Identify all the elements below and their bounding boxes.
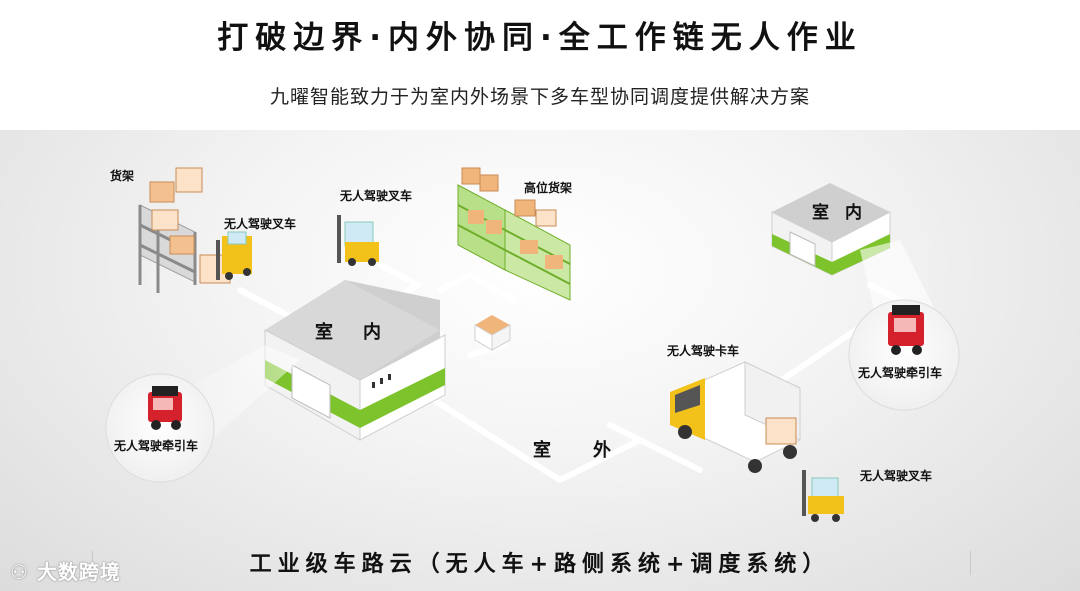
page-title: 打破边界·内外协同·全工作链无人作业: [217, 20, 863, 56]
route-warehouse-to-outdoor: [407, 382, 703, 483]
autonomous-truck: [670, 361, 801, 473]
high-shelf-label: 高位货架: [524, 181, 573, 195]
footer-divider-right: [970, 551, 971, 575]
route-box: [467, 342, 508, 358]
tractor-label-right: 无人驾驶牵引车: [858, 366, 943, 380]
tractor-right: [888, 305, 924, 355]
tractor-bubble-right: [848, 299, 960, 411]
forklift-label-1: 无人驾驶叉车: [224, 217, 297, 231]
forklift-label-2: 无人驾驶叉车: [340, 189, 413, 203]
watermark-logo-icon: ⚇: [10, 560, 37, 584]
watermark-text: 大数跨境: [36, 560, 121, 584]
main-warehouse: [264, 280, 446, 441]
forklift-label-3: 无人驾驶叉车: [860, 469, 933, 483]
forklift-2: [337, 215, 379, 266]
high-rack-shelf: [457, 167, 571, 301]
small-warehouse: [771, 183, 891, 276]
forklift-1: [216, 231, 252, 280]
indoor-main-label: 室内: [315, 322, 411, 343]
outdoor-label: 室外: [533, 440, 653, 461]
footer-divider-left: [92, 551, 93, 575]
route-highshelf: [437, 272, 518, 303]
watermark: ⚇ 大数跨境: [10, 556, 121, 585]
indoor-small-label: 室内: [812, 203, 878, 223]
shelf-label: 货架: [110, 169, 135, 183]
forklift-3: [802, 470, 844, 522]
truck-label: 无人驾驶卡车: [667, 344, 740, 358]
tractor-left: [148, 386, 182, 430]
route-outdoor-to-truck: [607, 422, 643, 443]
page-subtitle: 九曜智能致力于为室内外场景下多车型协同调度提供解决方案: [269, 86, 810, 108]
storage-shelf: [138, 167, 231, 293]
footer-caption: 工业级车路云（无人车+路侧系统+调度系统）: [249, 552, 831, 577]
cargo-box: [474, 315, 511, 351]
tractor-label-left: 无人驾驶牵引车: [114, 439, 199, 453]
